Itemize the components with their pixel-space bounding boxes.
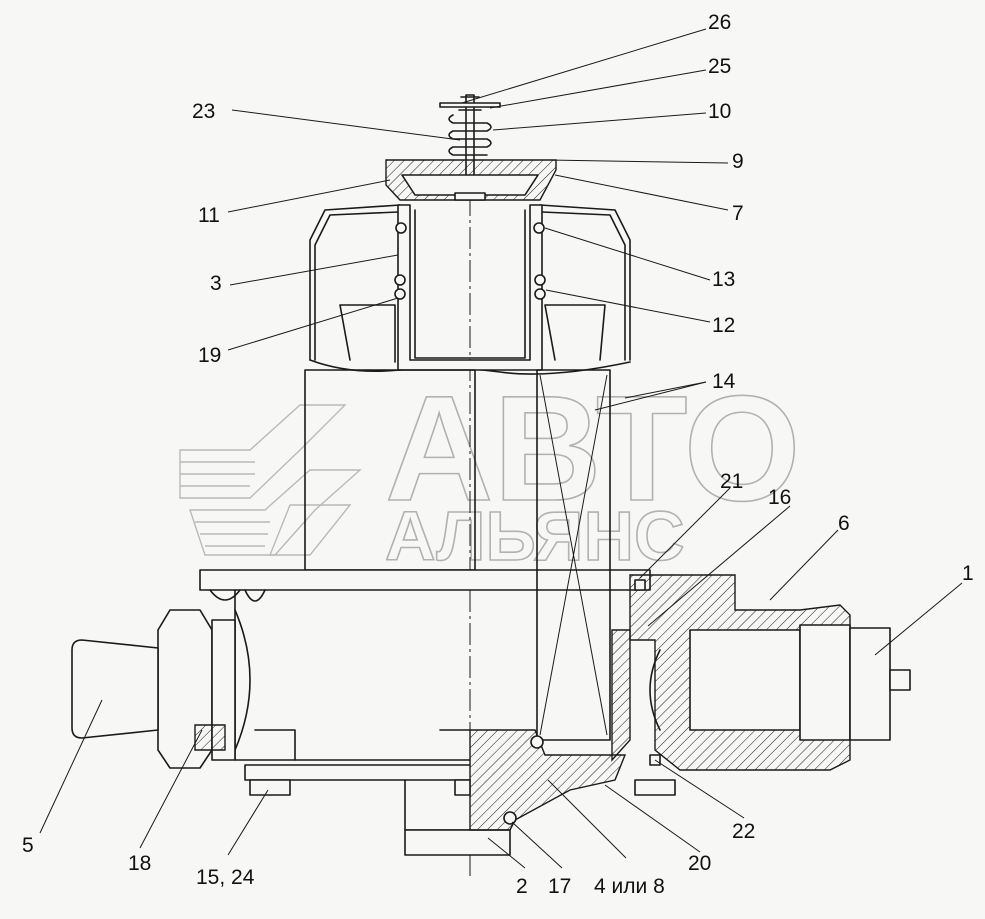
callout-20: 20 [688, 852, 711, 875]
callout-6: 6 [838, 512, 850, 535]
callout-25: 25 [708, 55, 731, 78]
top-cover [385, 159, 557, 201]
callout-23: 23 [192, 100, 215, 123]
leader-lines [39, 28, 963, 869]
callout-21: 21 [720, 470, 743, 493]
callout-2: 2 [516, 875, 528, 898]
callout-14: 14 [712, 370, 736, 393]
callout-labels: 26 25 10 9 7 23 11 3 13 12 19 14 21 16 6… [22, 11, 974, 898]
callout-4-or-8: 4 или 8 [594, 875, 665, 898]
callout-9: 9 [732, 150, 744, 173]
central-filter [469, 369, 631, 831]
bolts [249, 779, 676, 796]
left-fitting [71, 609, 236, 769]
callout-1: 1 [962, 562, 974, 585]
callout-22: 22 [732, 820, 755, 843]
callout-12: 12 [712, 314, 735, 337]
callout-16: 16 [768, 486, 791, 509]
callout-7: 7 [732, 202, 744, 225]
callout-5: 5 [22, 834, 34, 857]
callout-3: 3 [210, 272, 222, 295]
callout-26: 26 [708, 11, 731, 34]
callout-13: 13 [712, 268, 735, 291]
callout-11: 11 [198, 204, 220, 227]
watermark-line1: АВТО [385, 364, 801, 532]
callout-19: 19 [198, 344, 221, 367]
callout-10: 10 [708, 100, 731, 123]
watermark-line2: АЛЬЯНС [385, 497, 685, 575]
callout-17: 17 [548, 875, 571, 898]
filter-element [339, 304, 606, 363]
watermark-logo: АВТО АЛЬЯНС [179, 363, 801, 576]
watermark-stripes-icon [179, 404, 362, 556]
callout-18: 18 [128, 852, 151, 875]
right-housing [629, 574, 911, 771]
callout-15-24: 15, 24 [196, 866, 255, 889]
